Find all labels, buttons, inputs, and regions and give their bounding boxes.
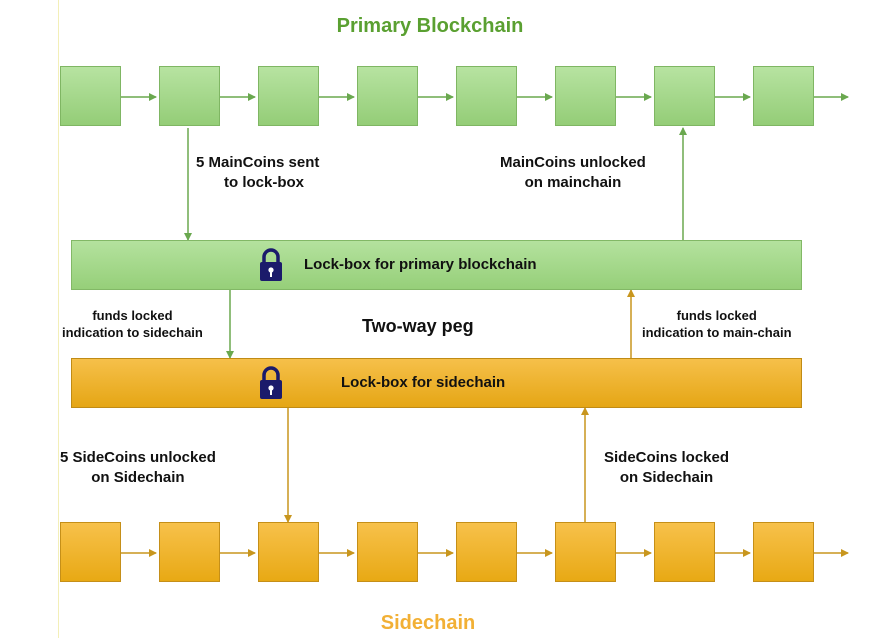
sidechain-lockbox-label: Lock-box for sidechain [341,374,506,391]
sidechain-block [357,522,418,582]
primary-block [753,66,814,126]
mainCoins-sent-line1: 5 MainCoins sent [196,154,320,171]
primary-block [60,66,121,126]
primary-block [258,66,319,126]
primary-lockbox-label: Lock-box for primary blockchain [304,256,537,273]
funds-to-mainchain-line2: indication to main-chain [642,324,792,340]
mainCoins-sent-label: 5 MainCoins sent to lock-box [196,153,319,192]
sideCoins-locked-line1: SideCoins locked [604,449,730,466]
sidechain-block [60,522,121,582]
primary-block [555,66,616,126]
sideCoins-unlocked-line2: on Sidechain [91,468,185,486]
sidechain-block [654,522,715,582]
mainCoins-unlocked-line2: on mainchain [524,173,622,191]
primary-block [357,66,418,126]
two-way-peg-label: Two-way peg [362,316,474,336]
sidechain-block [258,522,319,582]
sideCoins-locked-label: SideCoins locked on Sidechain [604,448,729,487]
sideCoins-unlocked-line1: 5 SideCoins unlocked [60,449,216,466]
funds-to-mainchain-line1: funds locked [676,308,757,323]
funds-to-sidechain-line2: indication to sidechain [62,324,203,340]
sidechain-block [555,522,616,582]
mainCoins-unlocked-line1: MainCoins unlocked [500,154,646,171]
primary-block [159,66,220,126]
primary-blockchain-title: Primary Blockchain [336,15,524,37]
funds-to-mainchain-label: funds locked indication to main-chain [642,308,792,342]
primary-block [654,66,715,126]
primary-lockbox: Lock-box for primary blockchain [71,240,802,290]
padlock-icon [260,366,282,399]
left-margin-rule [58,0,59,638]
sidechain-lockbox: Lock-box for sidechain [71,358,802,408]
sidechain-block [456,522,517,582]
sideCoins-unlocked-label: 5 SideCoins unlocked on Sidechain [60,448,216,487]
mainCoins-sent-line2: to lock-box [224,173,305,191]
funds-to-sidechain-line1: funds locked [92,308,173,323]
primary-block [456,66,517,126]
sidechain-title: Sidechain [380,612,476,634]
sidechain-block [159,522,220,582]
mainCoins-unlocked-label: MainCoins unlocked on mainchain [500,153,646,192]
sidechain-block [753,522,814,582]
funds-to-sidechain-label: funds locked indication to sidechain [62,308,203,342]
padlock-icon [260,248,282,281]
sideCoins-locked-line2: on Sidechain [619,468,714,486]
